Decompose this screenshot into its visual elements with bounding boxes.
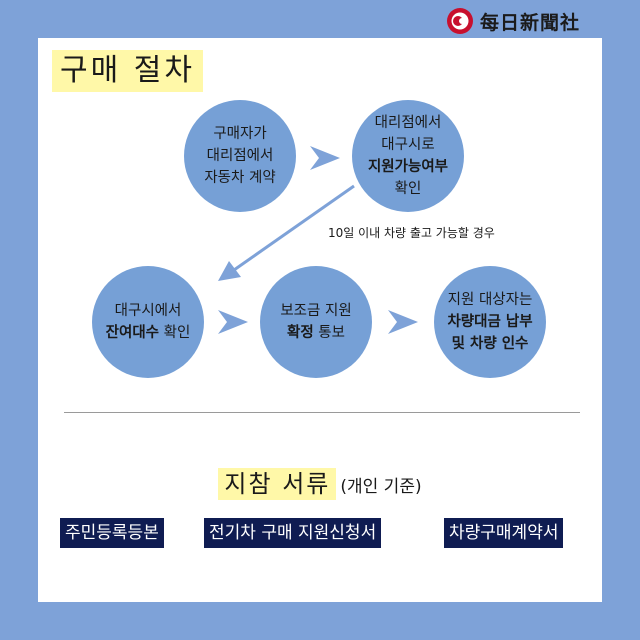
- document-vehicle-purchase-contract: 차량구매계약서: [444, 518, 564, 548]
- arrow-step2-to-step3: [218, 184, 355, 281]
- arrow-step3-to-step4: [218, 310, 248, 334]
- documents-heading: 지참 서류(개인 기준): [38, 464, 602, 500]
- arrow-step4-to-step5: [388, 310, 418, 334]
- step-3-quota-check: 대구시에서 잔여대수 확인: [92, 266, 204, 378]
- arrow-step1-to-step2: [310, 146, 340, 170]
- step-4-subsidy-confirmation: 보조금 지원 확정 통보: [260, 266, 372, 378]
- logo-mark-icon: [447, 8, 473, 34]
- flow-arrows: [218, 146, 418, 334]
- document-resident-registration: 주민등록등본: [60, 518, 164, 548]
- section-divider: [64, 412, 580, 413]
- procedure-title: 구매 절차: [52, 50, 203, 92]
- content-panel: 구매 절차 구매자가 대리점에서 자동차 계약 대리점에서 대구시로 지원가능여…: [38, 38, 602, 602]
- step-2-eligibility-check: 대리점에서 대구시로 지원가능여부 확인: [352, 100, 464, 212]
- timing-note: 10일 이내 차량 출고 가능할 경우: [328, 226, 495, 240]
- newspaper-logo: 每日新聞社: [446, 6, 580, 36]
- documents-subtitle: (개인 기준): [340, 477, 422, 497]
- documents-title: 지참 서류: [218, 468, 337, 500]
- step-5-payment-delivery: 지원 대상자는 차량대금 납부 및 차량 인수: [434, 266, 546, 378]
- logo-text: 每日新聞社: [480, 11, 581, 34]
- document-ev-subsidy-application: 전기차 구매 지원신청서: [204, 518, 382, 548]
- step-1-contract: 구매자가 대리점에서 자동차 계약: [184, 100, 296, 212]
